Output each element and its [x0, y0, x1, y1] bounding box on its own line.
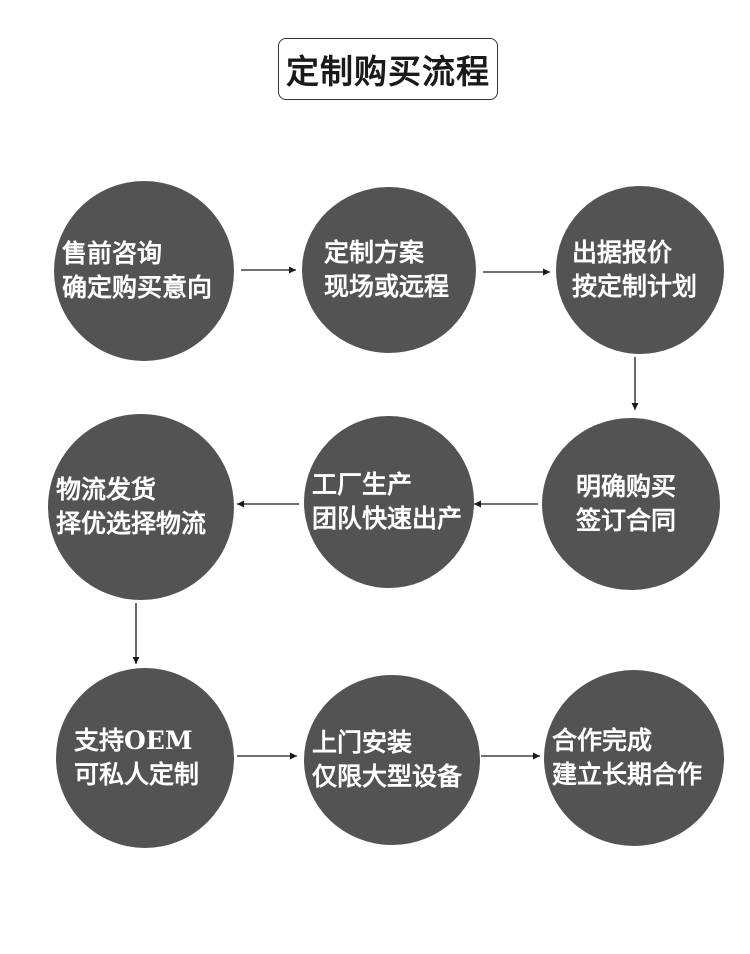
step-onsite-installation: 上门安装 仅限大型设备 [304, 675, 480, 845]
diagram-title: 定制购买流程 [278, 38, 498, 100]
step-title: 工厂生产 [312, 470, 413, 499]
step-subtitle: 仅限大型设备 [312, 762, 463, 791]
step-subtitle: 确定购买意向 [62, 273, 213, 302]
step-logistics: 物流发货 择优选择物流 [48, 414, 234, 600]
step-subtitle: 按定制计划 [572, 272, 698, 301]
step-custom-plan: 定制方案 现场或远程 [302, 187, 476, 353]
step-title: 出据报价 [572, 238, 673, 267]
step-title: 物流发货 [56, 475, 157, 504]
step-cooperation-complete: 合作完成 建立长期合作 [544, 670, 724, 846]
step-oem-support: 支持OEM 可私人定制 [56, 668, 234, 848]
step-subtitle: 现场或远程 [324, 272, 450, 301]
step-title: 支持OEM [74, 726, 193, 755]
step-factory-production: 工厂生产 团队快速出产 [304, 416, 474, 588]
step-subtitle: 团队快速出产 [312, 504, 463, 533]
step-presale-consulting: 售前咨询 确定购买意向 [54, 181, 234, 361]
step-subtitle: 可私人定制 [74, 760, 200, 789]
step-title: 售前咨询 [62, 239, 163, 268]
step-title: 合作完成 [552, 726, 653, 755]
step-title: 上门安装 [312, 728, 413, 757]
step-contract: 明确购买 签订合同 [542, 418, 720, 590]
step-title: 定制方案 [324, 238, 425, 267]
step-title: 明确购买 [576, 472, 677, 501]
step-subtitle: 建立长期合作 [552, 760, 703, 789]
step-subtitle: 签订合同 [576, 506, 677, 535]
step-subtitle: 择优选择物流 [56, 509, 207, 538]
step-quotation: 出据报价 按定制计划 [556, 186, 724, 354]
